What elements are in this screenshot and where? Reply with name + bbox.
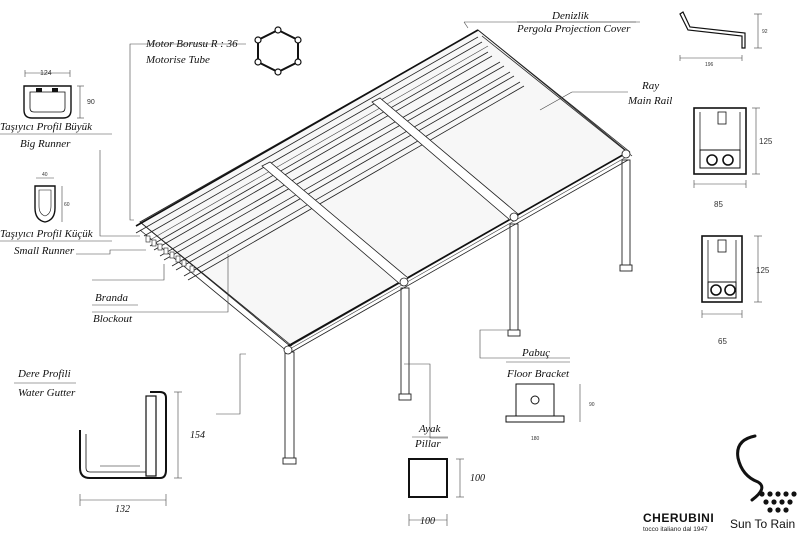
rail-profile-65: 125 65 <box>701 235 770 346</box>
label-branda-en: Blockout <box>93 313 133 325</box>
dim-rail2-h: 125 <box>756 266 770 275</box>
pergola-structure <box>135 29 633 465</box>
dim-cover-h: 92 <box>762 29 768 35</box>
blockout-canvas <box>139 29 629 347</box>
label-ray-en: Main Rail <box>627 95 672 107</box>
label-ray-tr: Ray <box>641 80 659 92</box>
label-denizlik-en: Pergola Projection Cover <box>516 23 631 35</box>
label-branda-tr: Branda <box>95 292 129 304</box>
pillar-section: 100 100 <box>408 458 485 527</box>
cross-beams <box>261 97 631 355</box>
motor-tube-section <box>254 26 302 76</box>
dim-gutter-w: 132 <box>115 504 130 515</box>
big-runner-section: 124 90 <box>23 70 95 119</box>
sun-to-rain-logo-mark <box>736 434 764 502</box>
brand-cherubini: CHERUBINI tocco italiano dal 1947 <box>643 511 714 533</box>
pillars <box>282 159 633 465</box>
label-small-runner-en: Small Runner <box>14 245 75 257</box>
label-small-runner-tr: Taşıyıcı Profil Küçük <box>0 228 94 240</box>
brand-tagline: tocco italiano dal 1947 <box>643 526 708 533</box>
labels: Denizlik Pergola Projection Cover Motor … <box>0 10 672 450</box>
dim-rail1-w: 85 <box>714 200 723 209</box>
label-pabuc-en: Floor Bracket <box>506 368 570 380</box>
dim-bracket-w: 180 <box>531 436 540 442</box>
dim-big-runner-w: 124 <box>40 70 52 77</box>
rain-dots-icon <box>759 491 797 513</box>
back-rail <box>135 29 489 241</box>
label-big-runner-tr: Taşıyıcı Profil Büyük <box>0 121 93 133</box>
brand-sun-to-rain: Sun To Rain <box>730 434 797 531</box>
small-runner-section: 40 60 <box>34 172 70 223</box>
runner-slats <box>149 51 525 281</box>
dim-rail1-h: 125 <box>759 137 773 146</box>
dim-cover-w: 196 <box>705 62 714 68</box>
dim-big-runner-h: 90 <box>87 99 95 106</box>
water-gutter-section: 154 132 <box>79 391 205 515</box>
rail-profile-85: 125 85 <box>693 107 773 209</box>
front-rail <box>287 151 629 355</box>
floor-bracket-section: 90 180 <box>505 383 595 442</box>
back-brackets <box>145 235 195 273</box>
brand-partner: Sun To Rain <box>730 517 795 531</box>
label-motor-en: Motorise Tube <box>145 54 210 66</box>
label-dere-en: Water Gutter <box>18 387 76 399</box>
dim-rail2-w: 65 <box>718 337 727 346</box>
dim-small-runner-h: 60 <box>64 202 70 208</box>
dim-pillar-h: 100 <box>470 473 485 484</box>
brand-name: CHERUBINI <box>643 511 714 525</box>
projection-cover-section: 196 92 <box>679 11 768 68</box>
dim-pillar-w: 100 <box>420 516 435 527</box>
label-motor-tr: Motor Borusu R : 36 <box>145 38 238 50</box>
label-big-runner-en: Big Runner <box>20 138 71 150</box>
dim-bracket-h: 90 <box>589 402 595 408</box>
label-pabuc-tr: Pabuç <box>521 347 550 359</box>
label-dere-tr: Dere Profili <box>17 368 71 380</box>
label-ayak-tr: Ayak <box>418 423 441 435</box>
dim-gutter-h: 154 <box>190 430 205 441</box>
label-denizlik-tr: Denizlik <box>551 10 590 22</box>
label-ayak-en: Pillar <box>414 438 441 450</box>
dim-small-runner-w: 40 <box>42 172 48 178</box>
